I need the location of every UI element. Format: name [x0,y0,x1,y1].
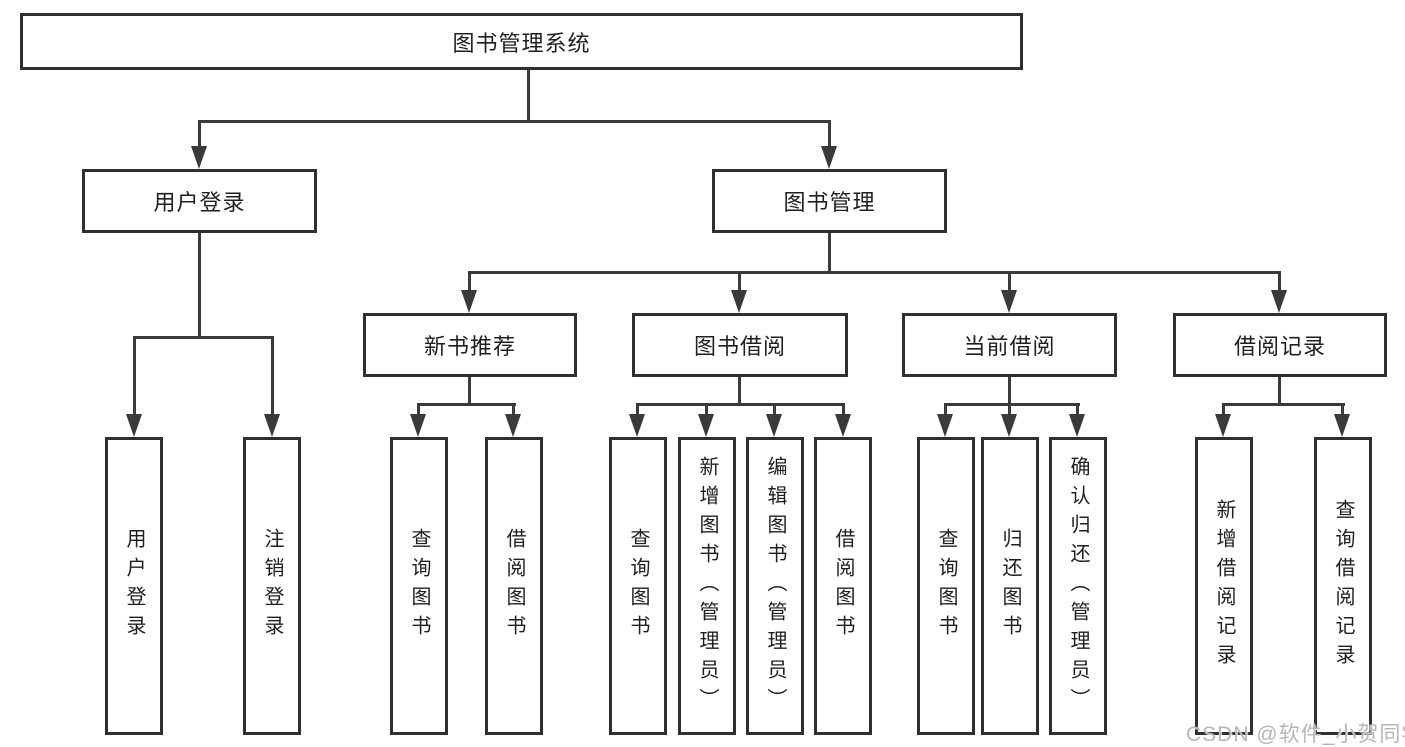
arrow-into-cb-confirm [1069,414,1085,437]
leaf-newbook-query-books: 查询图书 [390,437,448,735]
arrow-into-user-login [191,146,207,169]
arrow-into-leaf-user-login [126,414,142,437]
connector-book-borrowing-horizontal [636,403,845,406]
connector-drop-nb-borrow [512,403,515,415]
connector-drop-cb-confirm [1076,403,1079,415]
node-book-management: 图书管理 [712,169,947,233]
connector-book-management-trunk [828,233,831,271]
connector-drop-current-borrowing [1008,271,1011,291]
node-new-book-recommendation: 新书推荐 [363,313,577,377]
connector-root-horizontal [198,120,831,123]
node-borrowing-records: 借阅记录 [1173,313,1387,377]
leaf-current-confirm-return-admin: 确认归还（管理员） [1049,437,1107,735]
arrow-into-book-management [821,146,837,169]
leaf-borrowing-edit-books-admin: 编辑图书（管理员） [746,437,804,735]
leaf-borrowing-query-books: 查询图书 [609,437,667,735]
connector-root-trunk [527,70,530,121]
leaf-records-add-record: 新增借阅记录 [1195,437,1253,735]
connector-book-management-horizontal [468,271,1281,274]
arrow-into-br-query [1334,414,1350,437]
connector-user-login-trunk [198,233,201,336]
connector-book-borrowing-trunk [738,377,741,406]
connector-drop-nb-query [417,403,420,415]
leaf-borrowing-add-books-admin: 新增图书（管理员） [678,437,736,735]
node-book-management-system: 图书管理系统 [20,13,1023,70]
connector-drop-br-query [1341,403,1344,415]
connector-new-book-trunk [468,377,471,406]
arrow-into-bb-query [629,414,645,437]
connector-drop-borrowing-records [1278,271,1281,291]
leaf-current-return-books: 归还图书 [981,437,1039,735]
connector-new-book-horizontal [417,403,516,406]
connector-drop-br-add [1222,403,1225,415]
arrow-into-cb-return [1001,414,1017,437]
connector-drop-leaf-user-login [133,336,136,415]
connector-drop-user-login [198,120,201,148]
arrow-into-bb-edit [766,414,782,437]
csdn-watermark: CSDN @软件_小贺同学 [1186,723,1405,746]
connector-current-borrowing-trunk [1008,377,1011,406]
arrow-into-nb-borrow [505,414,521,437]
arrow-into-br-add [1215,414,1231,437]
node-current-borrowing: 当前借阅 [902,313,1117,377]
connector-drop-book-management [828,120,831,148]
connector-drop-cb-query [944,403,947,415]
connector-drop-bb-borrow [842,403,845,415]
leaf-records-query-record: 查询借阅记录 [1314,437,1372,735]
connector-drop-bb-edit [773,403,776,415]
node-user-login: 用户登录 [82,169,317,233]
leaf-newbook-borrow-books: 借阅图书 [485,437,543,735]
arrow-into-cb-query [937,414,953,437]
connector-drop-book-borrowing [738,271,741,291]
arrow-into-borrowing-records [1271,290,1287,313]
connector-drop-bb-add [705,403,708,415]
connector-current-borrowing-horizontal [944,403,1080,406]
arrow-into-nb-query [410,414,426,437]
leaf-logout: 注销登录 [243,437,301,735]
arrow-into-bb-add [698,414,714,437]
connector-borrowing-records-trunk [1278,377,1281,406]
arrow-into-leaf-logout [264,414,280,437]
arrow-into-new-book [461,290,477,313]
connector-drop-cb-return [1008,403,1011,415]
node-book-borrowing: 图书借阅 [632,313,848,377]
connector-drop-new-book [468,271,471,291]
connector-borrowing-records-horizontal [1222,403,1345,406]
leaf-current-query-books: 查询图书 [917,437,975,735]
connector-drop-bb-query [636,403,639,415]
leaf-borrowing-borrow-books: 借阅图书 [814,437,872,735]
connector-drop-leaf-logout [271,336,274,415]
arrow-into-bb-borrow [835,414,851,437]
arrow-into-book-borrowing [731,290,747,313]
connector-user-login-horizontal [133,336,274,339]
leaf-user-login: 用户登录 [105,437,163,735]
arrow-into-current-borrowing [1001,290,1017,313]
